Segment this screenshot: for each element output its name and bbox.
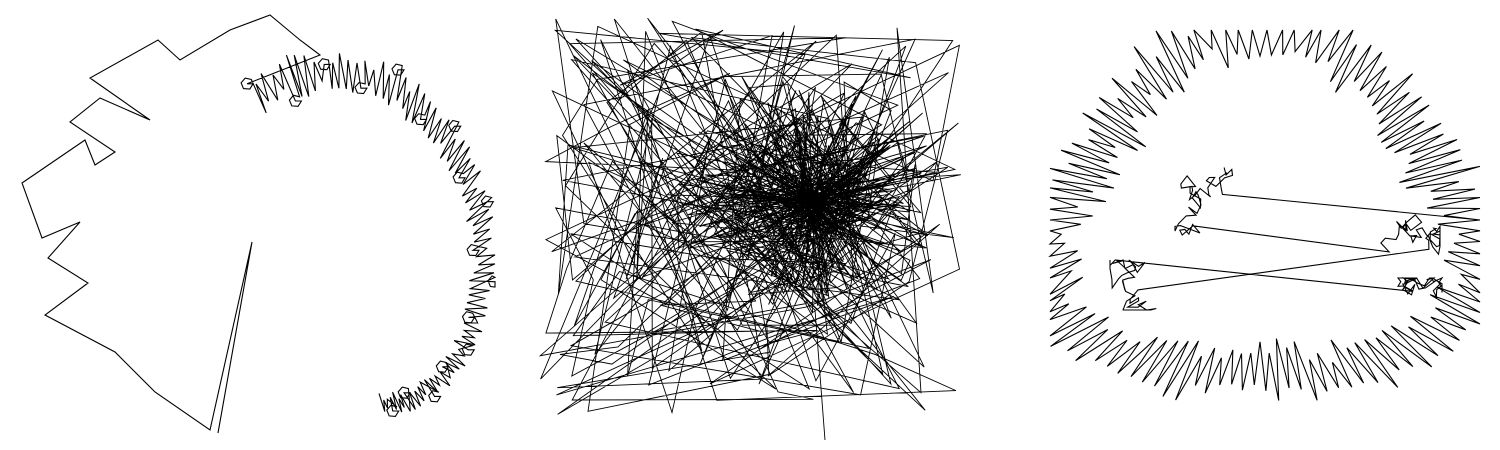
right-panel-path-diagram bbox=[1048, 29, 1481, 401]
middle-dense-tangle-path bbox=[538, 18, 961, 441]
left-panel-path-diagram bbox=[21, 14, 497, 434]
middle-panel-path-diagram bbox=[538, 18, 961, 441]
left-arc-spiral-path bbox=[21, 14, 497, 434]
right-fractal-loop-path bbox=[1048, 29, 1481, 401]
